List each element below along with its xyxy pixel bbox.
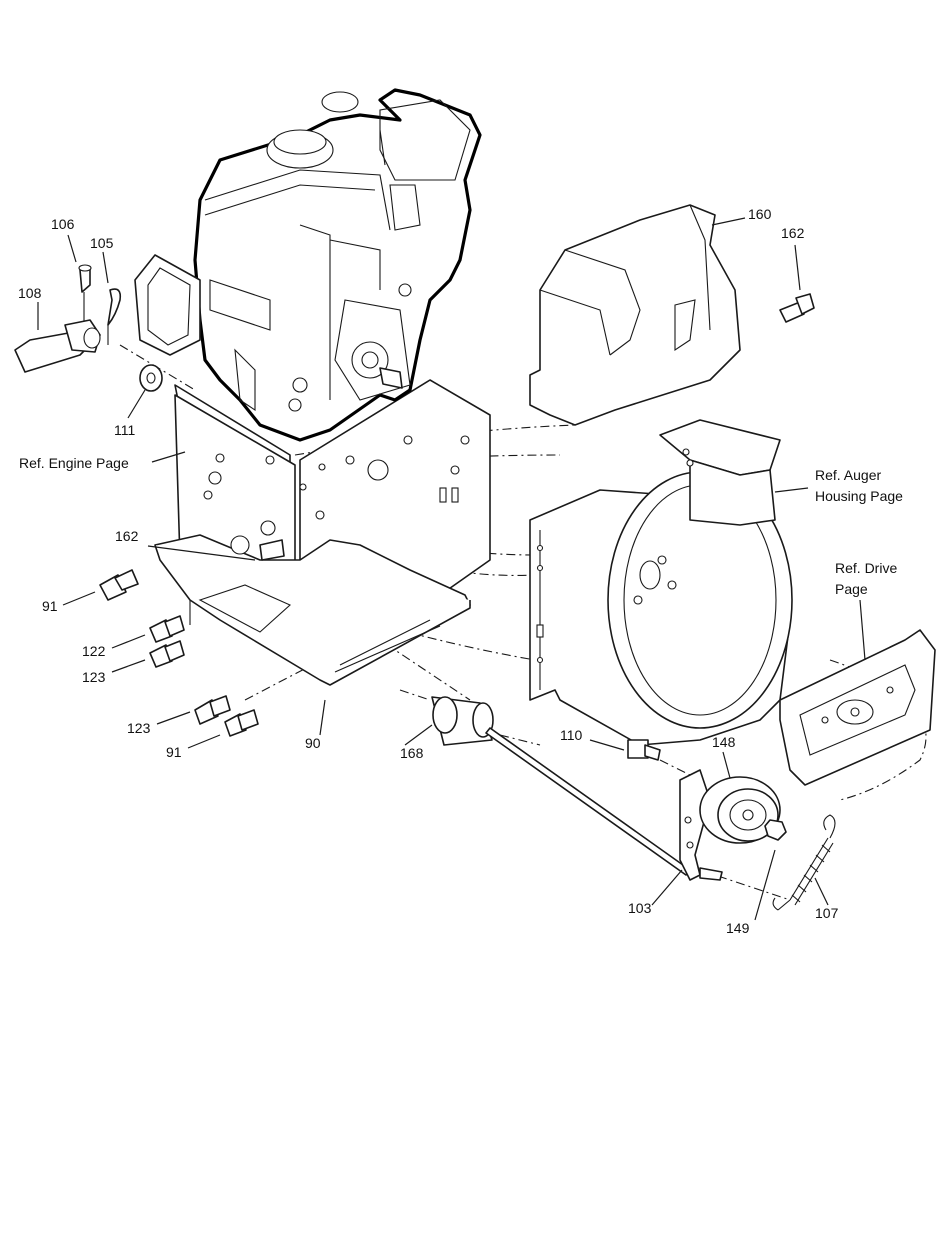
auger-housing — [530, 420, 792, 745]
callout-91-left: 91 — [42, 598, 58, 614]
callout-106: 106 — [51, 216, 75, 232]
callout-103: 103 — [628, 900, 652, 916]
callout-162-left: 162 — [115, 528, 139, 544]
bolt-162-top — [780, 294, 814, 322]
idler-assembly — [486, 728, 722, 880]
callout-110: 110 — [560, 727, 583, 743]
chute-cover — [530, 205, 740, 425]
ref-engine-page: Ref. Engine Page — [19, 455, 129, 471]
callout-122: 122 — [82, 643, 106, 659]
ref-auger-housing-line2: Housing Page — [815, 488, 903, 504]
callout-168: 168 — [400, 745, 424, 761]
callout-149: 149 — [726, 920, 750, 936]
callout-91-bottom: 91 — [166, 744, 182, 760]
callout-123-a: 123 — [82, 669, 106, 685]
callout-105: 105 — [90, 235, 114, 251]
ref-drive-page-line1: Ref. Drive — [835, 560, 897, 576]
ref-drive-page-line2: Page — [835, 581, 868, 597]
callout-107: 107 — [815, 905, 839, 921]
ref-auger-housing-line1: Ref. Auger — [815, 467, 881, 483]
callout-111: 111 — [114, 422, 135, 438]
callout-123-b: 123 — [127, 720, 151, 736]
drive-bracket — [780, 630, 935, 785]
callout-162-top: 162 — [781, 225, 805, 241]
callout-108: 108 — [18, 285, 42, 301]
callout-160: 160 — [748, 206, 772, 222]
pulley-148 — [700, 777, 786, 843]
spacer-168 — [432, 697, 493, 745]
callout-90: 90 — [305, 735, 321, 751]
callout-148: 148 — [712, 734, 736, 750]
